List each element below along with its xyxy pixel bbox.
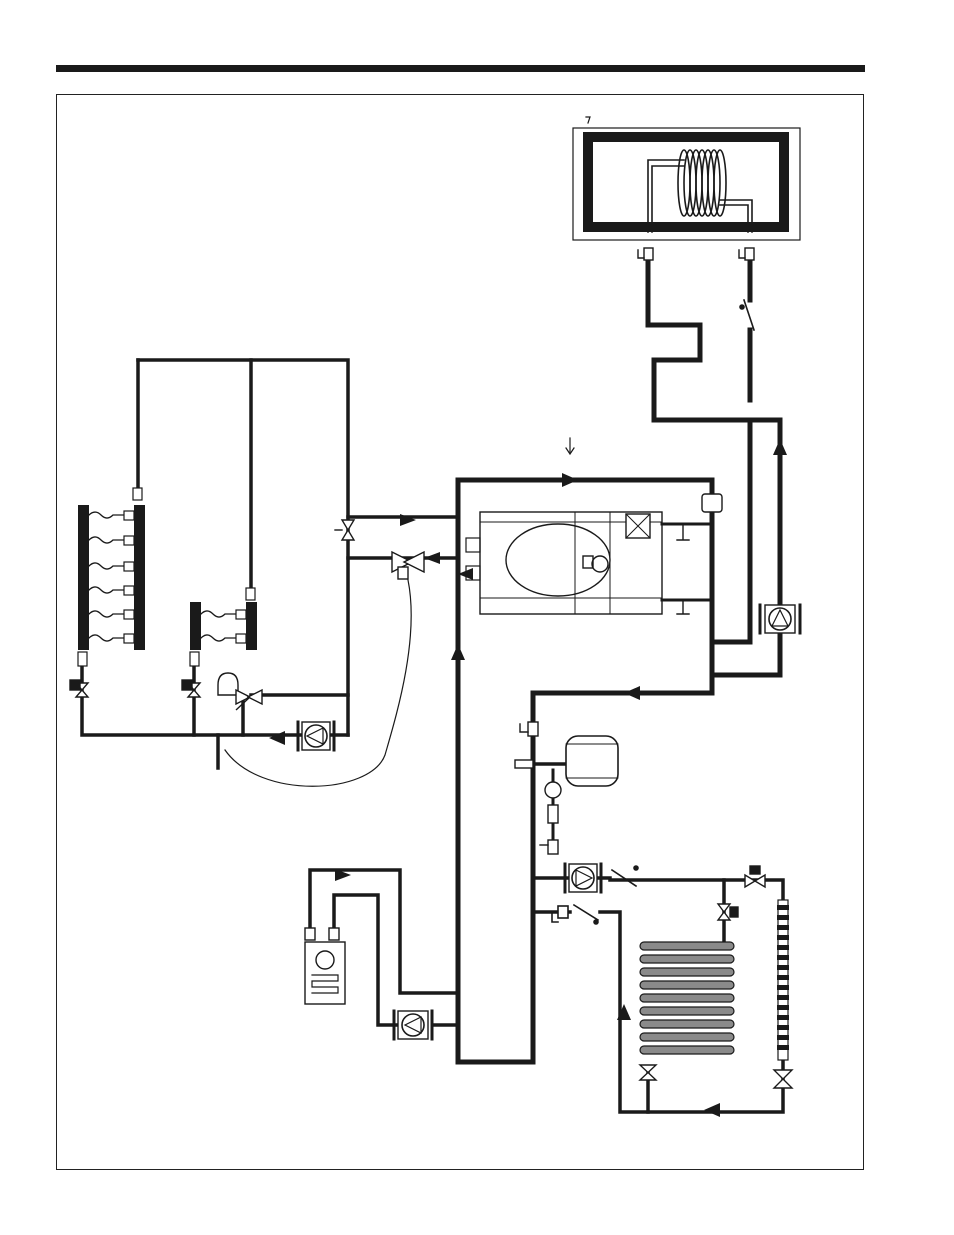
circulator-pump-radiator bbox=[565, 864, 601, 892]
indirect-water-heater bbox=[573, 117, 800, 330]
radiator-icon bbox=[640, 942, 734, 1054]
supply-indicator bbox=[566, 438, 574, 454]
coil-tank-icon bbox=[648, 150, 752, 232]
radiant-floor-manifold-large bbox=[78, 488, 145, 666]
mixing-valve bbox=[225, 552, 424, 786]
expansion-tank-assembly bbox=[515, 722, 618, 854]
radiator-valves bbox=[640, 866, 792, 1088]
bypass-control-valve bbox=[218, 673, 262, 710]
baseboard-convector bbox=[777, 900, 789, 1060]
air-handler-coil bbox=[305, 928, 345, 1004]
check-valve-icon bbox=[740, 300, 754, 330]
panel-radiator bbox=[640, 942, 734, 1054]
circulator-pump-dhw bbox=[760, 605, 800, 633]
manifold-icon bbox=[190, 602, 201, 650]
radiant-floor-manifold-small bbox=[190, 588, 257, 666]
isolation-valve-icon bbox=[638, 248, 754, 260]
manifold-icon bbox=[78, 505, 89, 650]
circulator-pump-radiant bbox=[298, 722, 334, 750]
boiler bbox=[466, 494, 722, 614]
tank-marker bbox=[586, 117, 590, 123]
circulator-pump-air-handler bbox=[394, 1011, 432, 1039]
zone-valves bbox=[70, 520, 354, 697]
air-scoop-icon bbox=[702, 494, 722, 512]
